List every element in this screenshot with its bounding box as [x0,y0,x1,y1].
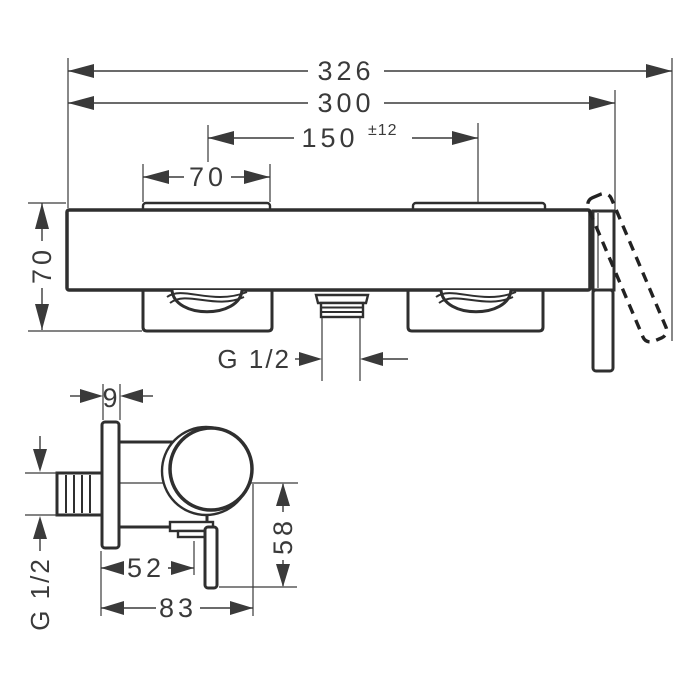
dim-outlet-to-lever-bottom-label: 58 [268,517,298,555]
handle-lever [591,209,616,373]
mixer-body [65,208,592,292]
side-view: 9 [25,383,298,631]
dim-body-width: 300 [68,88,616,213]
dim-overall-width-label: 326 [317,56,374,86]
dim-connection-spacing: 150 ±12 [207,122,479,203]
handle-knob-side [168,426,254,512]
dim-body-width-label: 300 [317,88,374,118]
right-hose-connection [435,289,517,314]
arrowhead-left [68,64,94,78]
front-view: 326 300 150 ±12 [27,56,673,381]
dim-wall-to-outlet-label: 52 [127,553,165,583]
dim-outlet-to-lever-bottom: 58 [219,483,298,588]
arrowhead-right [646,64,672,78]
dim-inlet-thread-label: G 1/2 [25,557,55,631]
handle-lever-raised-dashed [585,191,669,344]
dim-plate-thickness: 9 [70,383,153,420]
dim-overall-width: 326 [67,56,673,341]
dim-wall-to-handle-front: 83 [100,484,254,623]
dim-escutcheon-width: 70 [142,162,271,202]
dim-connection-tolerance-label: ±12 [368,122,398,139]
inlet-nipple [55,471,104,517]
dim-wall-to-outlet: 52 [101,541,195,583]
wall-plate-side [100,420,121,550]
dim-escutcheon-width-label: 70 [189,162,227,192]
dim-inlet-thread: G 1/2 [25,436,57,631]
dim-outlet-thread-label: G 1/2 [217,344,291,374]
dim-body-height: 70 [27,202,142,332]
outlet-thread [314,293,370,381]
lever-bar-side [203,525,219,590]
dim-body-height-label: 70 [27,246,57,284]
dim-outlet-thread: G 1/2 [217,344,408,374]
dim-wall-to-handle-front-label: 83 [159,593,197,623]
dim-connection-spacing-label: 150 [301,123,358,153]
left-hose-connection [166,289,248,314]
dim-plate-thickness-label: 9 [102,383,121,413]
